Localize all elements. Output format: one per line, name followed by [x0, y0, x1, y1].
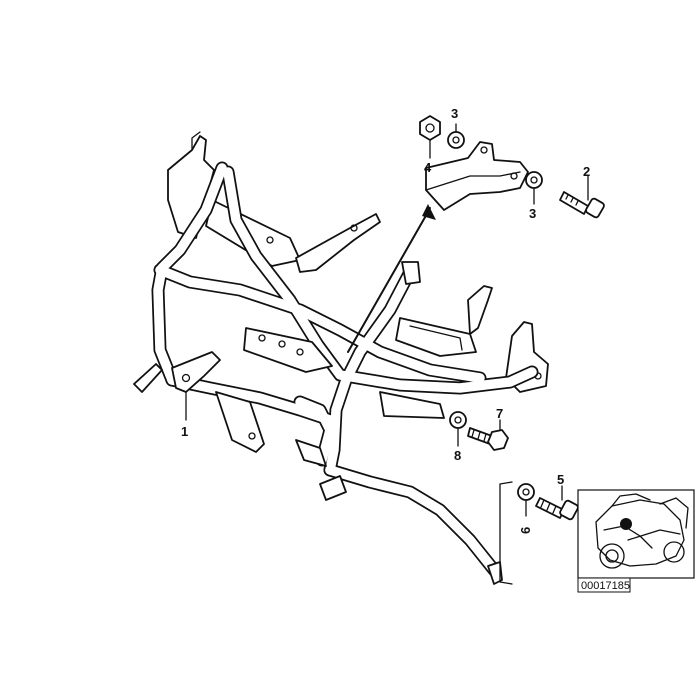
reference-number: 00017185	[581, 580, 630, 592]
callout-8: 8	[454, 448, 461, 463]
washer-top	[447, 131, 465, 149]
fastener-group-7-8	[449, 411, 509, 451]
bracket-assembly	[347, 115, 605, 353]
front-frame	[133, 131, 549, 585]
callout-3-right: 3	[529, 206, 536, 221]
callout-7: 7	[496, 406, 503, 421]
callout-4: 4	[424, 160, 432, 175]
fastener-group-5-6	[499, 481, 579, 585]
callout-2: 2	[583, 164, 590, 179]
callout-3-top: 3	[451, 106, 458, 121]
hex-nut	[419, 115, 441, 141]
callout-5: 5	[557, 472, 564, 487]
location-thumbnail: 00017185	[577, 489, 695, 593]
bolt-2	[559, 191, 605, 219]
callout-1: 1	[181, 424, 188, 439]
callout-labels: 1 2 3 3 4 5 6 7 8	[181, 106, 590, 534]
callout-6: 6	[518, 527, 533, 534]
washer-right	[525, 171, 543, 189]
motorcycle-icon	[595, 493, 689, 569]
